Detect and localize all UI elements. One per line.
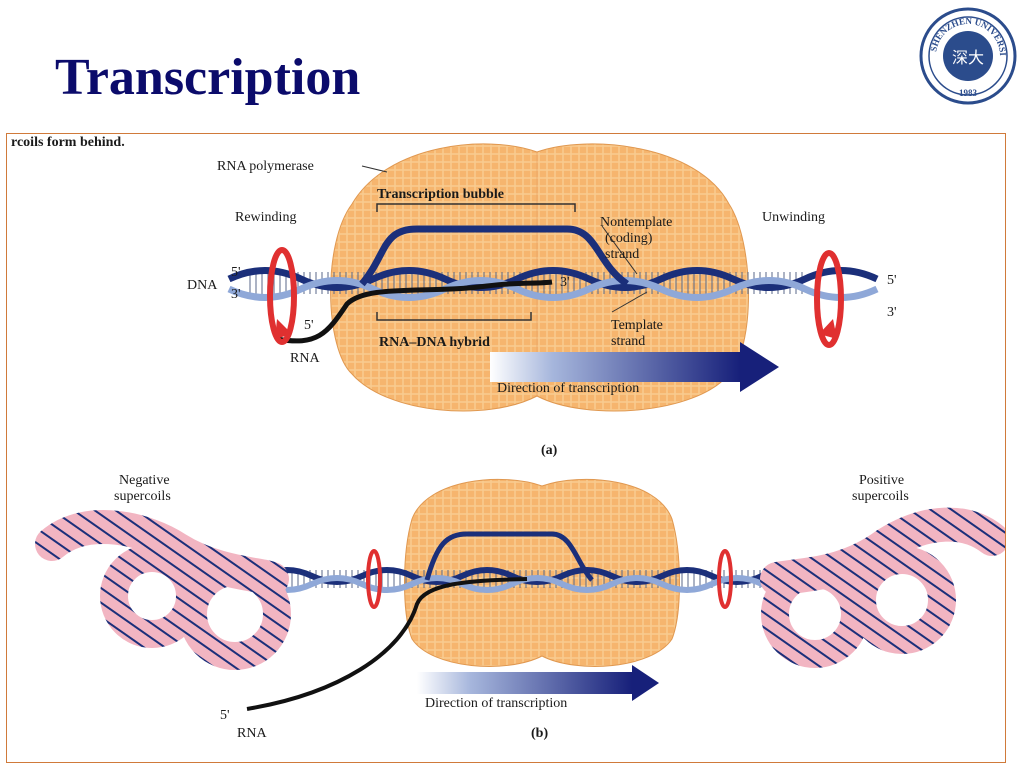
label-rna-5prime-b: 5' (220, 708, 230, 723)
label-nontemplate-3: strand (605, 247, 639, 262)
panel-b-label: (b) (531, 726, 548, 741)
panel-a-label: (a) (541, 443, 558, 458)
nontemplate-strand-b (424, 531, 594, 582)
transcription-diagram: rcoils form behind. (11, 135, 1005, 741)
label-dna-3prime-right: 3' (887, 305, 897, 320)
positive-supercoils-icon (760, 507, 1005, 668)
panel-a: RNA polymerase Transcription bubble Rewi… (187, 143, 897, 458)
rewinding-arrow-icon (267, 247, 297, 345)
label-direction-b: Direction of transcription (425, 696, 567, 711)
caption-fragment: rcoils form behind. (11, 135, 125, 150)
label-negative-2: supercoils (114, 489, 171, 504)
rna-strand-b (246, 577, 528, 711)
direction-arrow-b (417, 665, 659, 701)
label-template-1: Template (611, 318, 663, 333)
label-positive-2: supercoils (852, 489, 909, 504)
label-rna-b: RNA (237, 726, 267, 741)
label-negative-1: Negative (119, 473, 170, 488)
hybrid-bracket (376, 312, 532, 321)
label-template-2: strand (611, 334, 645, 349)
transcription-figure: rcoils form behind. (6, 133, 1006, 763)
label-positive-1: Positive (859, 473, 904, 488)
label-unwinding: Unwinding (762, 210, 825, 225)
bubble-bracket (376, 203, 576, 212)
negative-supercoils-icon (35, 510, 291, 670)
logo-year: 1983 (959, 88, 978, 98)
label-rna-5prime: 5' (304, 318, 314, 333)
unwinding-arrow-icon-b (717, 549, 733, 609)
label-direction-a: Direction of transcription (497, 381, 639, 396)
rna-strand (276, 279, 553, 344)
label-rna-dna-hybrid: RNA–DNA hybrid (379, 335, 490, 350)
label-dna-3prime-left: 3' (231, 287, 241, 302)
label-dna-5prime-left: 5' (231, 265, 241, 280)
label-rewinding: Rewinding (235, 210, 296, 225)
slide-title: Transcription (55, 49, 361, 106)
label-dna-5prime-right: 5' (887, 273, 897, 288)
university-logo: SHENZHEN UNIVERSITY 深大 1983 (918, 6, 1017, 105)
label-dna: DNA (187, 278, 218, 293)
rewinding-arrow-icon-b (366, 549, 382, 609)
unwinding-arrow-icon (814, 250, 844, 348)
logo-seal-chars: 深大 (952, 48, 984, 67)
label-rna-polymerase: RNA polymerase (217, 159, 314, 174)
panel-b: Negative supercoils Positive supercoils … (35, 473, 1005, 741)
direction-arrow-a (490, 342, 779, 392)
label-rna: RNA (290, 351, 320, 366)
dna-duplex (227, 267, 879, 301)
label-nontemplate-1: Nontemplate (600, 215, 672, 230)
label-transcription-bubble: Transcription bubble (377, 187, 504, 202)
nontemplate-strand (359, 225, 630, 287)
label-nontemplate-2: (coding) (605, 231, 653, 246)
label-rna-3prime: 3' (560, 275, 570, 290)
